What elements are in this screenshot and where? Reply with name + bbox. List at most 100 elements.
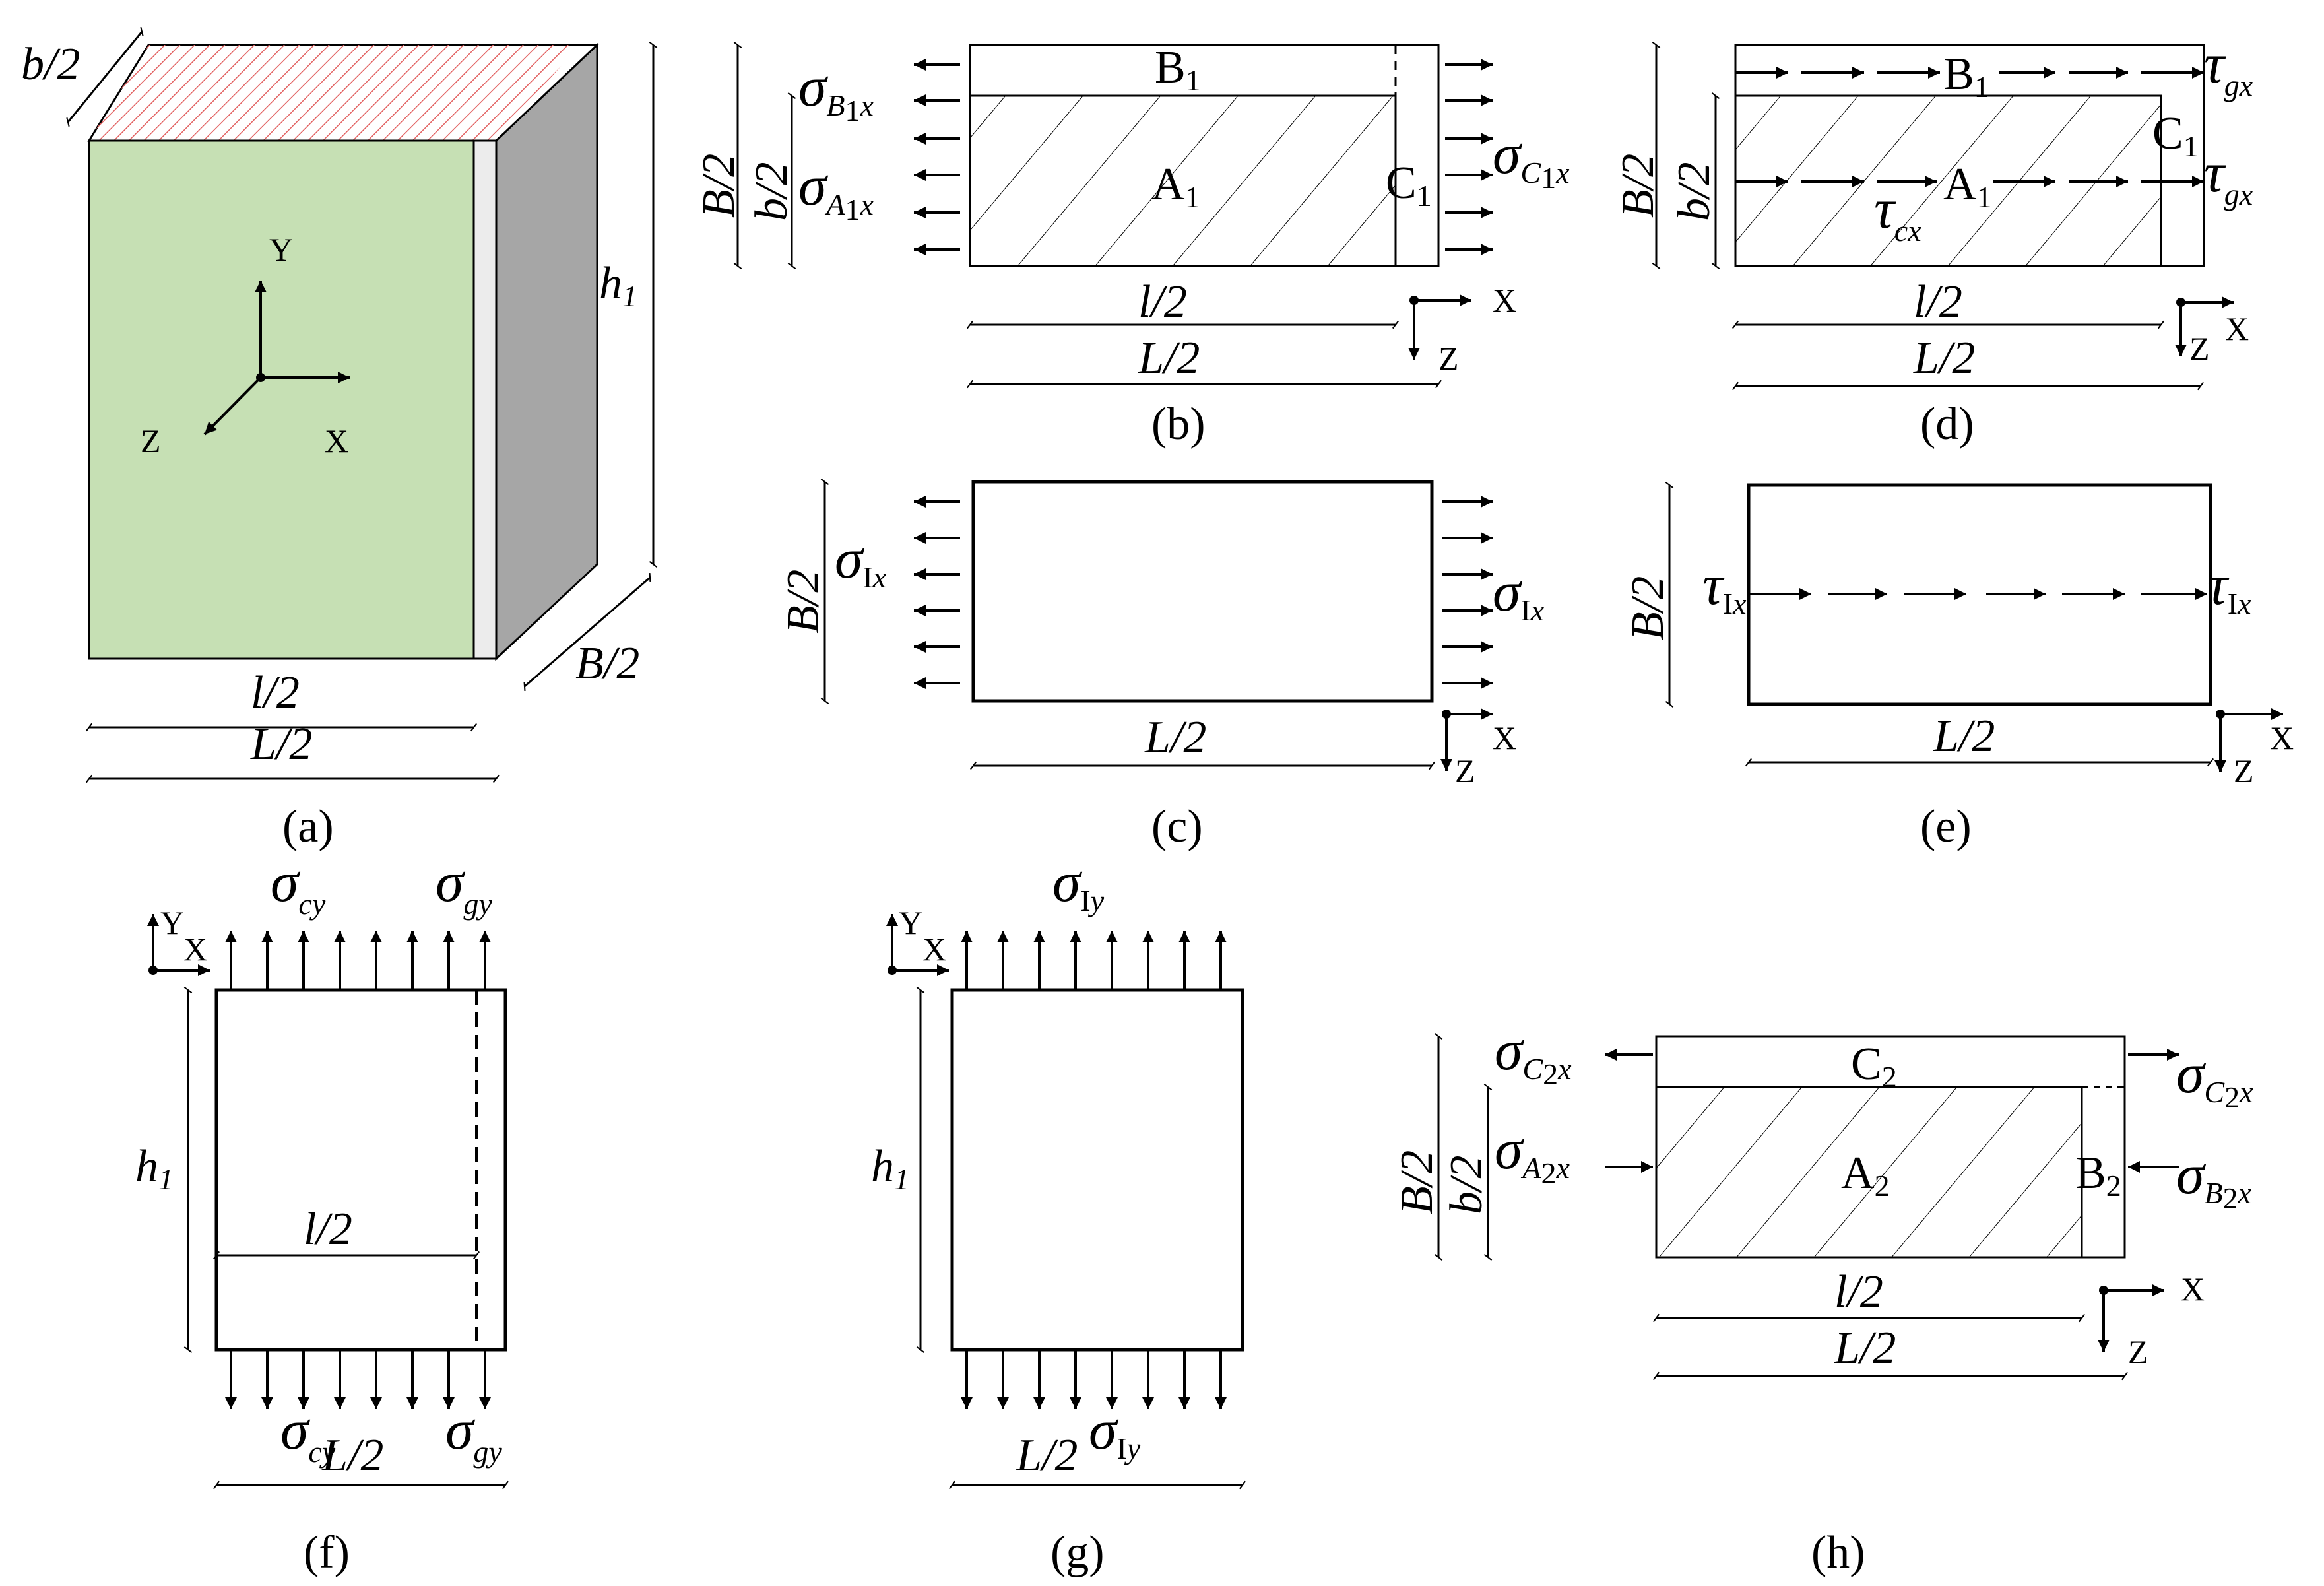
region-a2-label: A2 [1841, 1148, 1890, 1203]
bottom-stress-arrows [961, 1350, 1227, 1409]
dim-L2-label: L/2 [321, 1430, 383, 1481]
axis-y-label: Y [269, 231, 293, 268]
stress-cy-bottom-label: σcy [280, 1398, 336, 1469]
panel-h: C2 A2 B2 σC2x σC2x σA2x σB2x B/2 b/2 l/2… [1392, 1018, 2253, 1578]
region-b1-label: B1 [1943, 49, 1989, 104]
dim-b2-label: b/2 [1669, 162, 1720, 221]
left-stress-arrows [914, 496, 960, 689]
stress-b2x-label: σB2x [2176, 1142, 2252, 1215]
panel-e: τIx τIx B/2 L/2 X Z (e) [1623, 481, 2294, 852]
dim-B2-label: B/2 [694, 154, 744, 218]
region-b2-label: B2 [2075, 1148, 2121, 1203]
dim-B2-label: B/2 [575, 638, 639, 689]
axis-z-label: Z [2189, 330, 2210, 367]
dim-L2-label: L/2 [250, 719, 312, 770]
axis-z-label: Z [2128, 1333, 2148, 1370]
axis-origin [256, 373, 265, 382]
dim-l2-label: l/2 [1834, 1267, 1883, 1317]
top-stress-arrows [225, 931, 491, 990]
axis-z-label: Z [141, 422, 161, 459]
side-face [495, 42, 598, 661]
stress-iy-bottom-label: σIy [1089, 1398, 1141, 1465]
region-a1-hatched [969, 94, 1397, 267]
stress-c2x-left-label: σC2x [1495, 1018, 1572, 1091]
panel-d: B1 A1 C1 τgx τgx τcx B/2 b/2 l/2 L/ [1613, 32, 2253, 449]
dim-h1-label: h1 [135, 1141, 174, 1196]
region-c1-label: C1 [2152, 108, 2199, 163]
dim-B2-label: B/2 [778, 570, 829, 634]
stress-a2x-label: σA2x [1495, 1117, 1570, 1190]
stress-c1x-label: σC1x [1493, 122, 1570, 195]
stress-b1x-label: σB1x [798, 55, 874, 127]
axis-x-label: X [183, 931, 207, 968]
stress-iy-top-label: σIy [1052, 850, 1105, 917]
caption-g: (g) [1050, 1527, 1105, 1578]
caption-a: (a) [282, 801, 334, 852]
stress-c2x-right-label: σC2x [2176, 1041, 2253, 1114]
panel-a: Y X Z b/2 h1 B/2 l/2 L/2 (a) [21, 26, 658, 852]
tau-ix-left-label: τIx [1702, 553, 1747, 620]
right-stress-arrows [1442, 496, 1493, 689]
dim-l2-label: l/2 [1914, 277, 1962, 327]
right-stress-arrows [1445, 59, 1493, 255]
axis-x-label: X [325, 422, 348, 459]
tau-cx-label: τcx [1874, 177, 1921, 248]
dim-B2-line [523, 572, 651, 692]
side-strip [472, 139, 498, 660]
dim-l2-label: l/2 [251, 667, 300, 718]
tau-gx-middle-label: τgx [2204, 141, 2253, 211]
panel-b: B1 A1 C1 σB1x σA1x σC1x B/2 b/2 l/ [694, 41, 1570, 449]
left-stress-arrows [914, 59, 960, 255]
region-a1-label: A1 [1943, 159, 1992, 214]
region-c2-label: C2 [1851, 1039, 1897, 1094]
axis-z-label: Z [1438, 340, 1459, 377]
caption-f: (f) [304, 1527, 350, 1578]
axis-x-label: X [922, 931, 946, 968]
axis-x-label: X [1493, 719, 1516, 756]
caption-h: (h) [1811, 1527, 1865, 1578]
dim-L2-label: L/2 [1144, 712, 1206, 763]
front-face [88, 139, 475, 660]
dim-L2-label: L/2 [1016, 1430, 1078, 1481]
top-face-hatch [89, 45, 579, 141]
stress-gy-top-label: σgy [436, 850, 492, 921]
region-a1-label: A1 [1151, 159, 1200, 214]
caption-d: (d) [1920, 399, 1974, 449]
dim-b2-label: b/2 [1441, 1156, 1492, 1214]
dim-b2-label: b/2 [746, 162, 797, 221]
stress-ix-left-label: σIx [835, 527, 887, 594]
axis-x-label: X [2270, 719, 2294, 756]
elevation-rect [214, 988, 507, 1352]
dim-L2-label: L/2 [1138, 333, 1200, 383]
stress-ix-right-label: σIx [1493, 560, 1545, 627]
top-stress-arrows [961, 931, 1227, 990]
dim-L2-label: L/2 [1834, 1323, 1896, 1373]
panel-g: σIy σIy h1 L/2 Y X (g) [871, 850, 1246, 1578]
dim-h1-label: h1 [871, 1141, 909, 1196]
dim-b2-label: b/2 [21, 39, 80, 90]
panel-f: l/2 σcy σgy σcy σgy h1 L/2 [135, 850, 509, 1578]
dim-l2-label: l/2 [304, 1204, 352, 1255]
dim-L2-label: L/2 [1933, 711, 1995, 762]
axis-x-label: X [1493, 282, 1516, 319]
dim-B2-label: B/2 [1392, 1150, 1442, 1214]
region-a2-hatched [1655, 1086, 2083, 1259]
region-b1-label: B1 [1155, 42, 1201, 97]
tau-ix-right-label: τIx [2207, 553, 2251, 620]
elevation-rect [950, 988, 1244, 1352]
stress-a1x-label: σA1x [798, 154, 874, 226]
dim-B2-label: B/2 [1613, 154, 1663, 218]
axis-z-label: Z [2234, 752, 2254, 789]
stress-cy-top-label: σcy [271, 850, 326, 921]
panel-c: σIx σIx B/2 L/2 X Z (c) [778, 478, 1545, 852]
axis-y-label: Y [899, 904, 922, 941]
axis-y-label: Y [160, 904, 184, 941]
dim-h1-label: h1 [599, 258, 637, 313]
axis-z-arrow [203, 376, 262, 436]
caption-b: (b) [1151, 399, 1206, 449]
dim-b2-line [66, 26, 144, 127]
axis-x-label: X [2225, 310, 2249, 347]
bottom-stress-arrows [225, 1350, 491, 1409]
caption-e: (e) [1920, 801, 1972, 852]
